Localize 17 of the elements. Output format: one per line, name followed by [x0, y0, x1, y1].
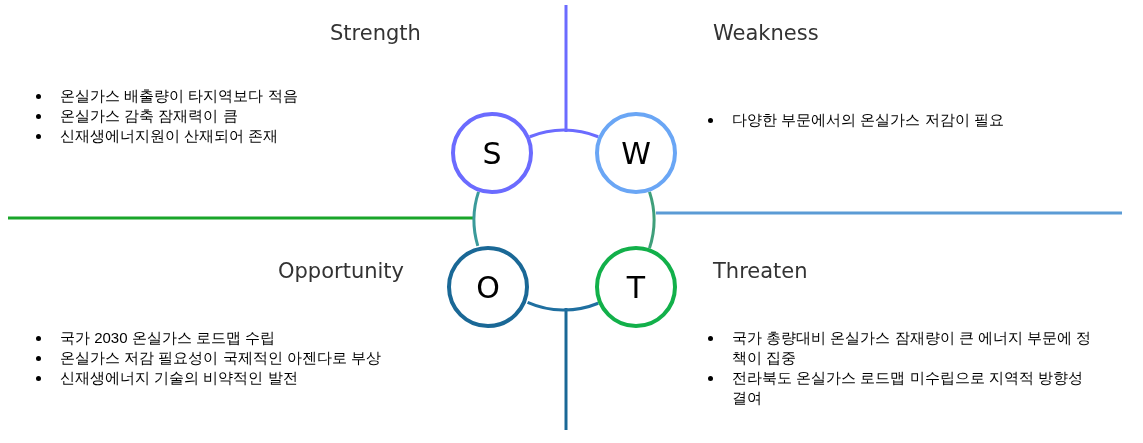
bullet-text: 다양한 부문에서의 온실가스 저감이 필요 [732, 110, 1004, 130]
bullet-text: 온실가스 배출량이 타지역보다 적음 [60, 86, 298, 106]
quadrant-title: Opportunity [278, 258, 405, 285]
swot-letter: O [476, 268, 500, 307]
bullet-text: 온실가스 저감 필요성이 국제적인 아젠다로 부상 [60, 348, 381, 368]
swot-letter: W [621, 134, 651, 173]
quadrant-title: Strength [330, 20, 421, 47]
bullet-text: 신재생에너지원이 산재되어 존재 [60, 126, 279, 146]
bullet-text: 온실가스 감축 잠재력이 큼 [60, 106, 238, 126]
quadrant-title: Weakness [713, 20, 819, 47]
quadrant-title: Threaten [713, 258, 808, 285]
swot-letter: T [626, 268, 646, 307]
bullet-text: 신재생에너지 기술의 비약적인 발전 [60, 368, 298, 388]
swot-letter: S [482, 134, 502, 173]
bullet-text: 국가 총량대비 온실가스 잠재량이 큰 에너지 부문에 정책이 집중 [732, 328, 1093, 368]
bullet-text: 국가 2030 온실가스 로드맵 수립 [60, 328, 276, 348]
bullet-text: 전라북도 온실가스 로드맵 미수립으로 지역적 방향성 결여 [732, 368, 1084, 408]
